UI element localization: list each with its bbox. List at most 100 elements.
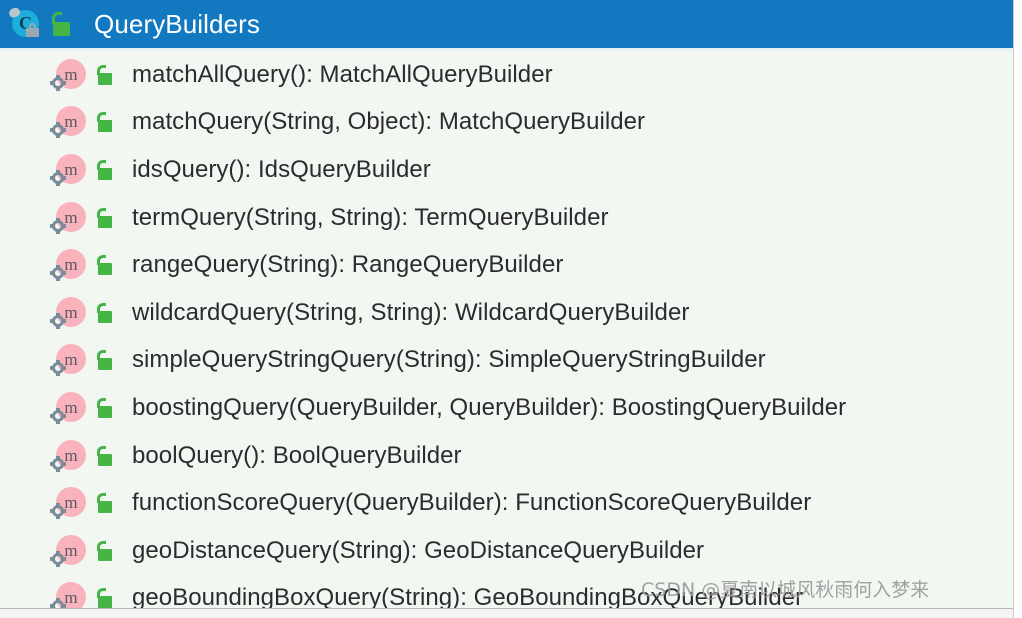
public-unlocked-icon-shackle	[97, 112, 106, 123]
public-unlocked-icon	[95, 64, 113, 85]
static-modifier-icon	[50, 503, 66, 520]
list-item-icon-group: m	[50, 152, 132, 188]
method-icon: m	[50, 438, 88, 474]
static-modifier-icon-tooth-right	[62, 461, 66, 466]
method-icon-letter: m	[64, 159, 78, 179]
list-item-icon-group: m	[50, 200, 132, 236]
static-modifier-icon	[50, 217, 66, 234]
public-unlocked-icon	[95, 397, 113, 418]
public-unlocked-icon-body	[98, 120, 112, 133]
lock-icon-shackle	[29, 23, 36, 30]
method-icon-letter: m	[64, 350, 78, 370]
static-modifier-icon-tooth-bottom	[56, 229, 60, 234]
static-modifier-icon-tooth-top	[56, 122, 60, 127]
public-unlocked-icon-body	[98, 215, 112, 228]
public-unlocked-icon	[95, 207, 113, 228]
public-unlocked-icon-body	[98, 263, 112, 276]
list-item-icon-group: m	[50, 295, 132, 331]
public-unlocked-icon-body	[98, 548, 112, 561]
public-unlocked-icon-shackle	[97, 350, 106, 361]
public-unlocked-icon-shackle	[97, 302, 106, 313]
method-icon: m	[50, 57, 88, 93]
public-unlocked-icon	[95, 302, 113, 323]
method-icon-letter: m	[64, 397, 78, 417]
static-modifier-icon-tooth-bottom	[56, 277, 60, 282]
static-modifier-icon-tooth-bottom	[56, 134, 60, 139]
method-icon-letter: m	[64, 302, 78, 322]
static-modifier-icon-tooth-right	[62, 509, 66, 514]
static-modifier-icon-tooth-bottom	[56, 419, 60, 424]
method-icon: m	[50, 580, 88, 608]
static-modifier-icon-tooth-top	[56, 455, 60, 460]
static-modifier-icon-tooth-right	[62, 366, 66, 371]
public-unlocked-icon-shackle	[97, 493, 106, 504]
static-modifier-icon	[50, 169, 66, 186]
static-modifier-icon-tooth-right	[62, 223, 66, 228]
static-modifier-icon-tooth-right	[62, 80, 66, 85]
list-item-label: boostingQuery(QueryBuilder, QueryBuilder…	[132, 393, 847, 421]
static-modifier-icon-tooth-top	[56, 598, 60, 603]
public-unlocked-icon	[95, 255, 113, 276]
method-icon: m	[50, 342, 88, 378]
static-modifier-icon-tooth-right	[62, 128, 66, 133]
list-item-label: idsQuery(): IdsQueryBuilder	[132, 155, 431, 183]
public-unlocked-icon-body	[98, 358, 112, 371]
static-modifier-icon-tooth-bottom	[56, 562, 60, 567]
static-modifier-icon-tooth-top	[56, 407, 60, 412]
static-modifier-icon-tooth-right	[62, 175, 66, 180]
static-modifier-icon-tooth-top	[56, 217, 60, 222]
header-icon-group: C	[7, 6, 72, 41]
page-title: QueryBuilders	[94, 9, 261, 39]
static-modifier-icon	[50, 360, 66, 377]
class-icon: C	[7, 6, 44, 41]
public-unlocked-icon-shackle	[97, 588, 106, 599]
static-modifier-icon	[50, 598, 66, 608]
public-unlocked-icon	[95, 445, 113, 466]
static-modifier-icon-tooth-bottom	[56, 181, 60, 186]
static-modifier-icon	[50, 74, 66, 91]
method-icon-letter: m	[64, 588, 78, 608]
public-unlocked-icon-body	[98, 310, 112, 323]
public-unlocked-icon-body	[98, 501, 112, 514]
public-unlocked-icon-body	[98, 405, 112, 418]
header-separator	[0, 48, 1013, 51]
static-modifier-icon-tooth-left	[50, 128, 54, 133]
public-unlocked-icon-body	[98, 72, 112, 85]
list-item-icon-group: m	[50, 438, 132, 474]
static-modifier-icon-tooth-bottom	[56, 467, 60, 472]
static-modifier-icon-tooth-top	[56, 74, 60, 79]
static-modifier-icon-tooth-left	[50, 318, 54, 323]
static-modifier-icon-tooth-right	[62, 413, 66, 418]
list-item[interactable]: m idsQuery(): IdsQueryBuilder	[0, 146, 1013, 194]
public-unlocked-icon-body	[98, 167, 112, 180]
list-item-label: matchAllQuery(): MatchAllQueryBuilder	[132, 60, 553, 88]
static-modifier-icon-tooth-right	[62, 318, 66, 323]
static-modifier-icon-tooth-right	[62, 271, 66, 276]
scrollbar-track[interactable]	[1013, 0, 1022, 618]
static-modifier-icon-tooth-left	[50, 366, 54, 371]
public-unlocked-icon-shackle	[97, 159, 106, 170]
list-item[interactable]: m matchAllQuery(): MatchAllQueryBuilder	[0, 51, 1013, 99]
method-icon: m	[50, 485, 88, 521]
public-unlocked-icon	[50, 12, 72, 36]
method-icon-letter: m	[64, 112, 78, 132]
list-item-icon-group: m	[50, 390, 132, 426]
public-unlocked-icon-shackle	[97, 207, 106, 218]
public-unlocked-icon	[95, 112, 113, 133]
static-modifier-icon-tooth-left	[50, 556, 54, 561]
static-modifier-icon-tooth-top	[56, 265, 60, 270]
public-unlocked-icon-shackle	[97, 255, 106, 266]
list-item[interactable]: m boostingQuery(QueryBuilder, QueryBuilde…	[0, 384, 1013, 432]
method-icon: m	[50, 200, 88, 236]
